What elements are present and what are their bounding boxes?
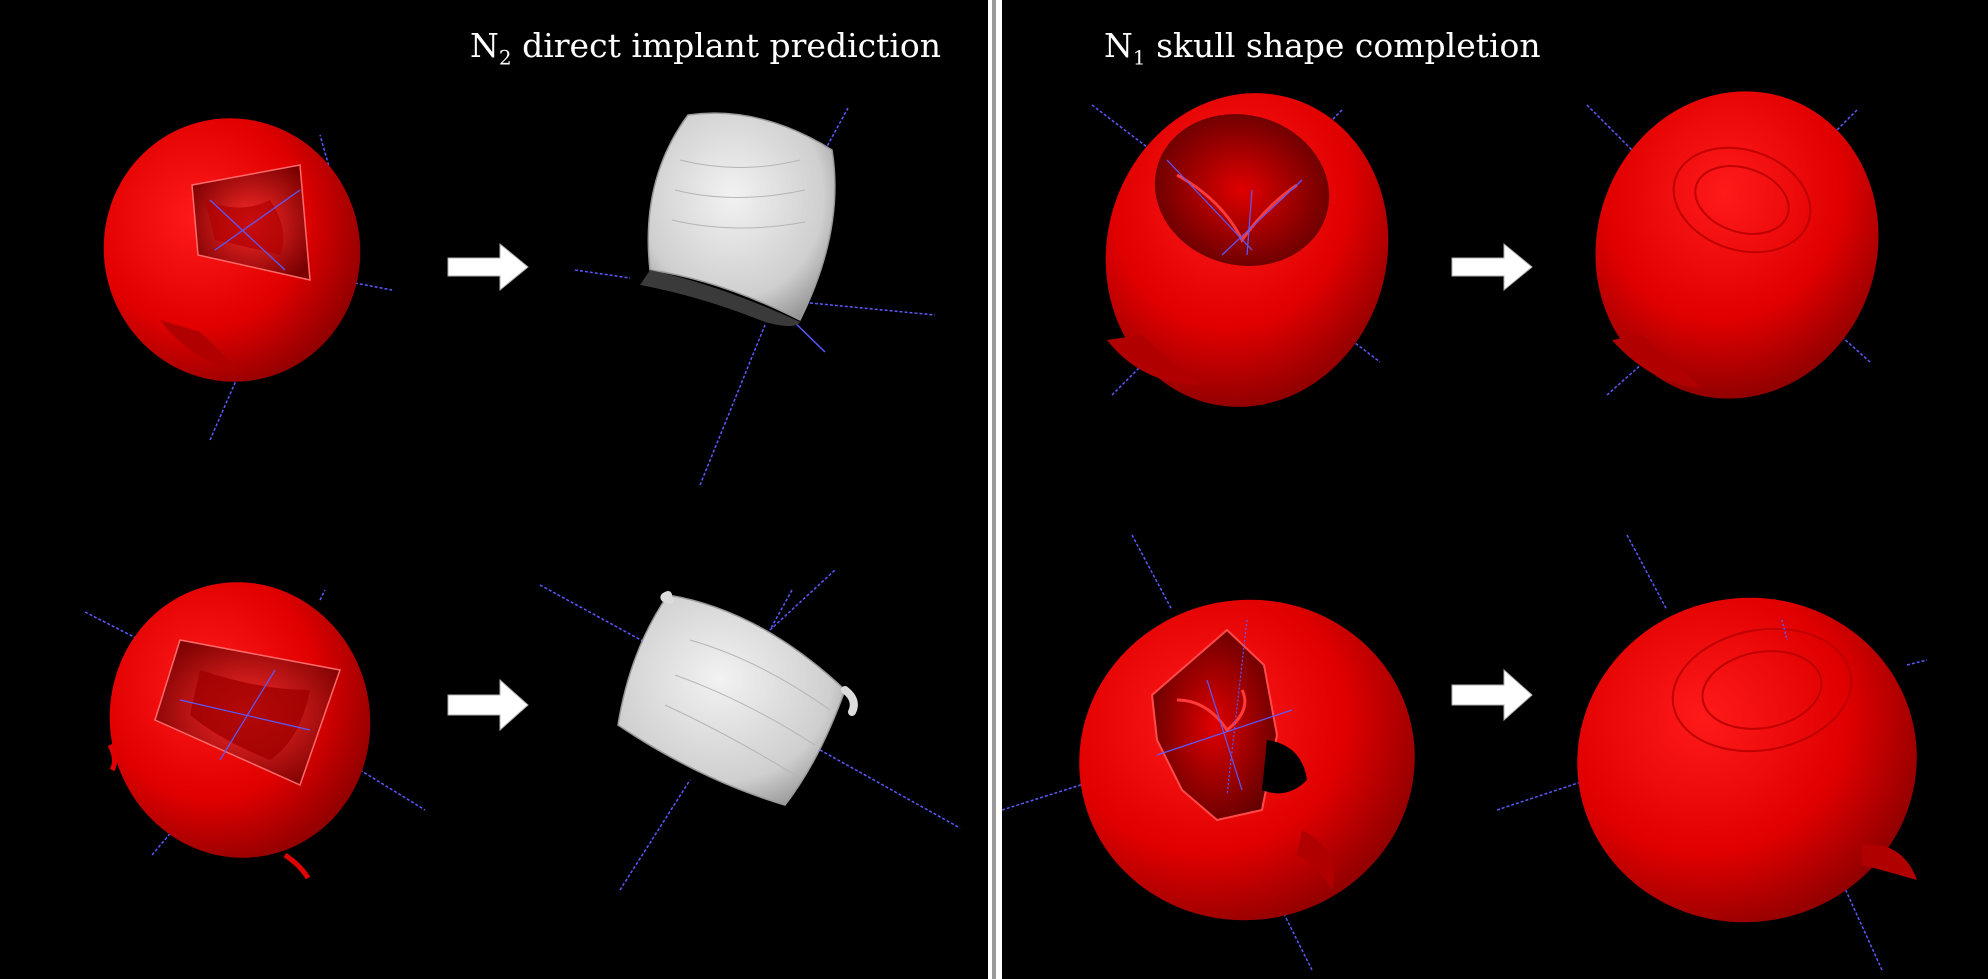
implant-prediction-1 <box>574 107 936 486</box>
left-panel: N2 direct implant prediction <box>0 0 988 979</box>
right-panel-scene <box>1002 91 1928 971</box>
arrow-right-icon <box>447 678 529 732</box>
completed-skull-2 <box>1496 534 1928 971</box>
left-panel-scene <box>84 107 961 891</box>
right-panel-title: N1 skull shape completion <box>1104 26 1541 70</box>
completed-skull-1 <box>1586 91 1879 399</box>
defective-skull-1 <box>103 118 393 441</box>
panel-divider <box>988 0 1002 979</box>
arrow-right-icon <box>1451 668 1533 722</box>
defective-skull-3 <box>1091 93 1389 407</box>
defective-skull-4 <box>1002 534 1415 971</box>
arrow-right-icon <box>1451 242 1533 292</box>
left-panel-title: N2 direct implant prediction <box>470 26 942 70</box>
arrow-right-icon <box>447 242 529 292</box>
right-panel: N1 skull shape completion <box>1002 0 1988 979</box>
defective-skull-2 <box>84 582 426 880</box>
implant-prediction-2 <box>539 569 961 891</box>
